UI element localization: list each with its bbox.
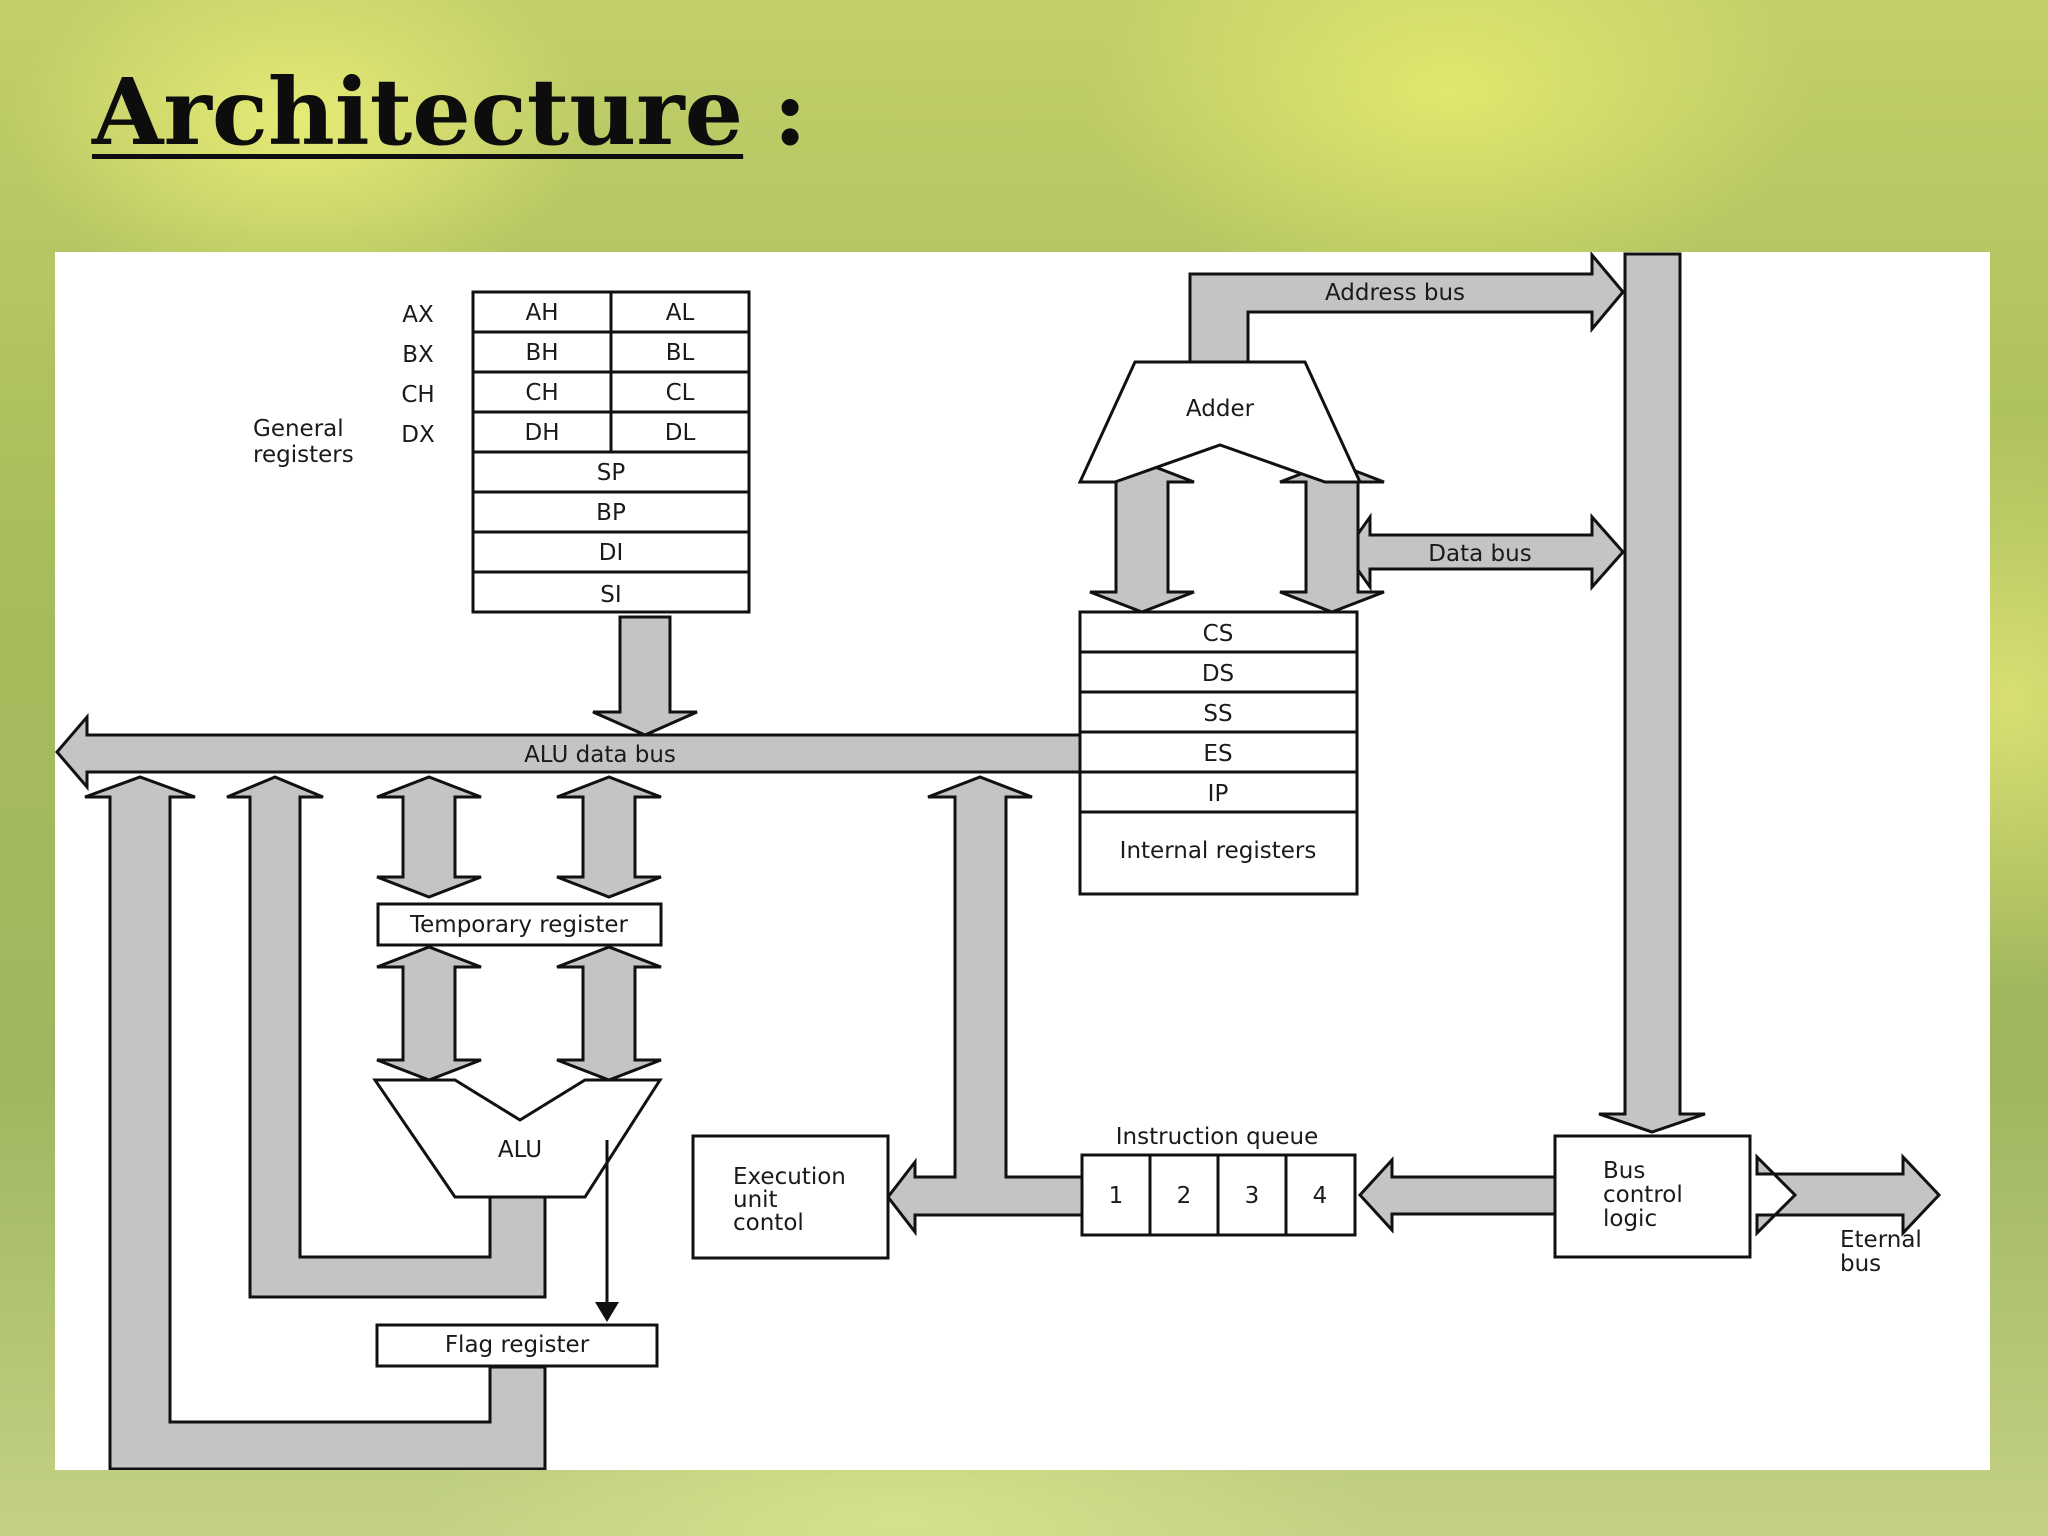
adder-unit	[1077, 360, 1363, 484]
general-registers-label-line1: General	[253, 416, 344, 442]
register-cl: CL	[666, 380, 695, 406]
execution-unit-label-line1: Execution	[733, 1164, 846, 1190]
internal-registers-label: Internal registers	[1120, 838, 1317, 864]
execution-unit-label-line2: unit	[733, 1187, 778, 1213]
alu-output-bus	[226, 775, 547, 1299]
register-es: ES	[1203, 741, 1232, 767]
register-bl: BL	[666, 340, 695, 366]
external-bus-label-line1: Eternal	[1840, 1227, 1922, 1253]
data-bus-label: Data bus	[1428, 541, 1531, 567]
bcl-to-queue-bus	[1357, 1156, 1557, 1234]
general-register-file	[471, 290, 751, 614]
register-bp: BP	[596, 500, 626, 526]
register-name-dx: DX	[401, 422, 435, 448]
slide-title-colon: :	[773, 58, 808, 166]
temp-to-alu-arrow-left	[376, 945, 482, 1082]
bus-to-temp-arrow-right	[556, 775, 662, 899]
address-bus	[1188, 252, 1625, 366]
alu-label: ALU	[498, 1137, 542, 1163]
register-dh: DH	[524, 420, 559, 446]
register-sp: SP	[597, 460, 626, 486]
temporary-register-label: Temporary register	[409, 912, 629, 938]
temp-to-alu-arrow-right	[556, 945, 662, 1082]
register-to-alu-bus-arrow	[592, 615, 698, 737]
adder-to-segment-arrow-left	[1089, 460, 1195, 614]
flag-register	[375, 1323, 659, 1368]
register-ch: CH	[525, 380, 558, 406]
flag-register-label: Flag register	[445, 1332, 590, 1358]
register-si: SI	[600, 582, 621, 608]
instruction-queue-slot-1: 1	[1109, 1183, 1124, 1209]
register-bh: BH	[525, 340, 558, 366]
general-registers-label-line2: registers	[253, 442, 354, 468]
register-ss: SS	[1203, 701, 1232, 727]
register-name-bx: BX	[402, 342, 434, 368]
register-ah: AH	[525, 300, 558, 326]
instruction-queue	[1080, 1153, 1357, 1237]
register-di: DI	[599, 540, 624, 566]
register-ds: DS	[1202, 661, 1234, 687]
data-bus	[1343, 512, 1626, 592]
alu-unit	[372, 1078, 663, 1199]
register-ip: IP	[1208, 781, 1229, 807]
bus-control-logic	[1553, 1134, 1752, 1259]
queue-to-execution-bus	[886, 775, 1084, 1237]
alu-data-bus-label: ALU data bus	[524, 742, 676, 768]
register-al: AL	[666, 300, 695, 326]
bus-control-label-line1: Bus	[1603, 1158, 1645, 1184]
right-vertical-bus	[1598, 252, 1706, 1134]
execution-unit-control	[691, 1134, 890, 1260]
external-bus-label-line2: bus	[1840, 1251, 1881, 1277]
architecture-diagram: AX BX CH DX AH BH CH DH AL BL CL DL SP B…	[55, 252, 1990, 1470]
bus-control-label-line3: logic	[1603, 1206, 1657, 1232]
register-name-ch: CH	[401, 382, 434, 408]
slide-title: Architecture:	[92, 66, 807, 158]
temporary-register	[376, 902, 663, 947]
bus-control-label-line2: control	[1603, 1182, 1683, 1208]
register-cs: CS	[1203, 621, 1234, 647]
adder-label: Adder	[1186, 396, 1255, 422]
alu-data-bus	[55, 712, 1082, 792]
instruction-queue-slot-4: 4	[1313, 1183, 1328, 1209]
alu-to-flag-arrowhead	[595, 1302, 619, 1322]
external-bus	[1755, 1153, 1942, 1237]
slide-title-text: Architecture	[92, 58, 744, 166]
bus-to-temp-arrow-left	[376, 775, 482, 899]
execution-unit-label-line3: contol	[733, 1210, 804, 1236]
instruction-queue-slot-3: 3	[1245, 1183, 1260, 1209]
flag-feedback-bus	[84, 775, 547, 1470]
instruction-queue-slot-2: 2	[1177, 1183, 1192, 1209]
register-name-ax: AX	[402, 302, 434, 328]
adder-to-segment-arrow-right	[1279, 460, 1385, 614]
address-bus-label: Address bus	[1325, 280, 1465, 306]
instruction-queue-label: Instruction queue	[1116, 1124, 1318, 1150]
register-dl: DL	[665, 420, 696, 446]
segment-register-file	[1078, 610, 1359, 896]
